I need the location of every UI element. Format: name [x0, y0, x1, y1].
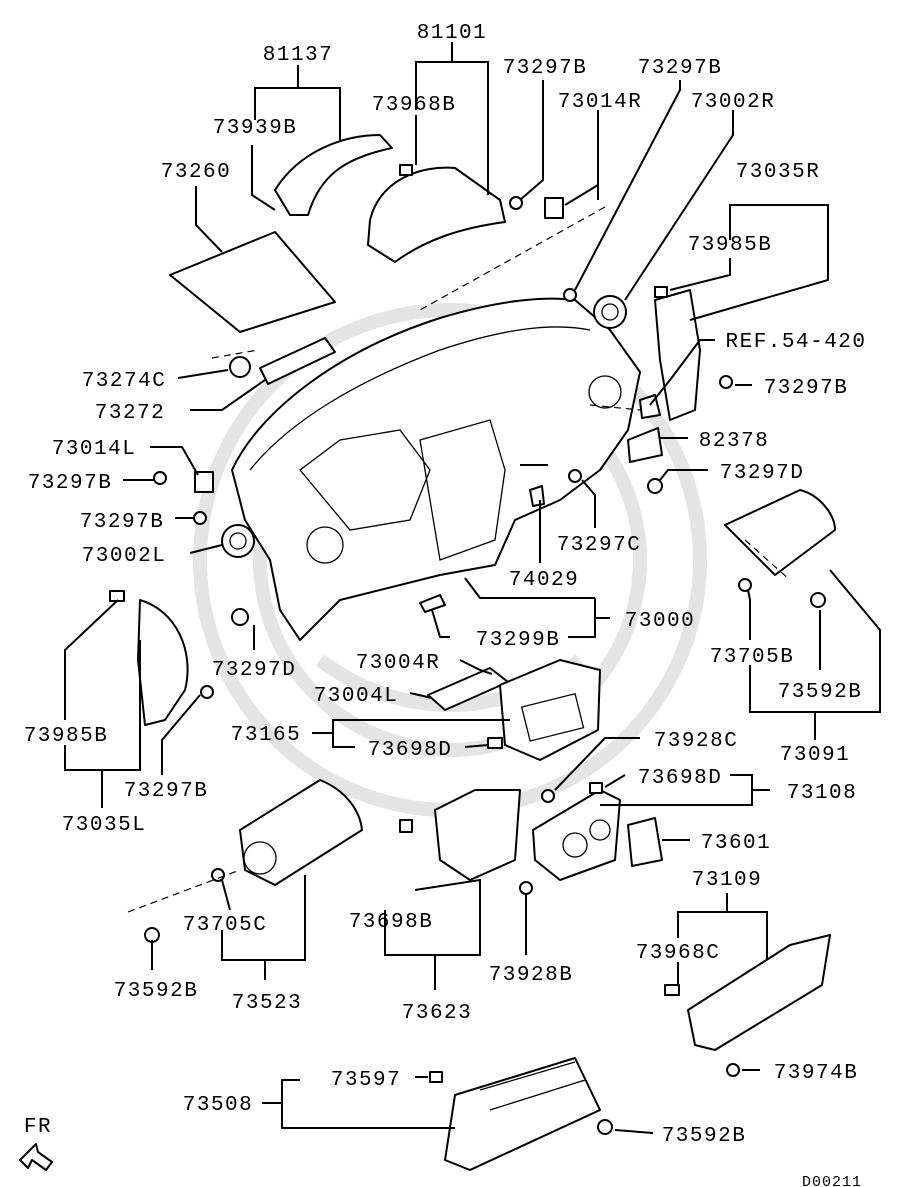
lower-panel-73523 — [239, 779, 363, 886]
label-73623: 73623 — [402, 1002, 473, 1025]
label-73698B: 73698B — [349, 911, 434, 934]
label-73035L: 73035L — [62, 814, 147, 837]
label-73523: 73523 — [232, 992, 303, 1015]
label-73002R: 73002R — [691, 91, 776, 114]
label-73002L: 73002L — [82, 545, 167, 568]
label-73014L: 73014L — [52, 438, 137, 461]
clip-73274C — [229, 356, 251, 378]
upper-cover-81137 — [274, 134, 393, 216]
label-73004L: 73004L — [314, 685, 399, 708]
lid-panel-73260 — [169, 231, 336, 333]
vent-strip-73272 — [259, 337, 336, 385]
label-73601: 73601 — [701, 832, 772, 855]
label-73939B: 73939B — [213, 117, 298, 140]
label-73274C: 73274C — [82, 370, 167, 393]
label-73035R: 73035R — [736, 161, 821, 184]
label-81101: 81101 — [417, 22, 488, 45]
label-73000: 73000 — [625, 610, 696, 633]
label-73698D-a: 73698D — [368, 739, 453, 762]
label-73508: 73508 — [183, 1094, 254, 1117]
center-bezel-73165 — [499, 659, 601, 761]
label-73705C: 73705C — [183, 914, 268, 937]
part-illustrations — [109, 134, 836, 1171]
control-panel-73108 — [532, 789, 621, 881]
label-73297B-f: 73297B — [124, 780, 209, 803]
label-73698D-b: 73698D — [638, 767, 723, 790]
side-cover-73035R — [654, 289, 701, 421]
drawing-code: D00211 — [802, 1174, 862, 1187]
label-73592B-b: 73592B — [114, 980, 199, 1003]
label-73597: 73597 — [331, 1069, 402, 1092]
label-73091: 73091 — [780, 744, 851, 767]
vent-73002R — [593, 295, 627, 329]
label-73004R: 73004R — [356, 652, 441, 675]
label-73928C: 73928C — [654, 730, 739, 753]
glove-box-73508 — [444, 1057, 601, 1171]
label-ref-54-420: REF.54-420 — [725, 331, 866, 354]
label-73297B-c: 73297B — [764, 377, 849, 400]
label-73705B: 73705B — [710, 646, 795, 669]
leader-lines — [64, 42, 881, 1134]
part-labels: 81137 81101 73297B 73297B 73939B 73968B … — [24, 22, 866, 1187]
label-73297B-e: 73297B — [80, 511, 165, 534]
label-73297B-a: 73297B — [503, 57, 588, 80]
label-82378: 82378 — [699, 430, 770, 453]
label-73297B-b: 73297B — [638, 57, 723, 80]
label-73297B-d: 73297B — [28, 472, 113, 495]
bracket-82378 — [627, 427, 663, 463]
meter-hood-81101 — [367, 166, 506, 263]
front-direction-arrow-icon — [19, 1143, 53, 1171]
label-73928B: 73928B — [489, 964, 574, 987]
lower-right-73109 — [687, 934, 831, 1051]
label-73968C: 73968C — [636, 942, 721, 965]
label-73297D-a: 73297D — [720, 462, 805, 485]
label-fr: FR — [24, 1116, 52, 1139]
side-cover-73035L — [137, 599, 189, 726]
label-73260: 73260 — [161, 161, 232, 184]
label-73109: 73109 — [692, 869, 763, 892]
vent-73002L — [221, 524, 255, 558]
label-81137: 81137 — [263, 44, 334, 67]
label-73299B: 73299B — [476, 629, 561, 652]
cup-73601 — [627, 817, 663, 867]
label-73297C: 73297C — [557, 534, 642, 557]
label-73297D-b: 73297D — [212, 659, 297, 682]
label-73592B-c: 73592B — [662, 1125, 747, 1148]
lower-center-73623 — [434, 789, 521, 881]
clip-73597 — [429, 1071, 443, 1083]
label-73968B: 73968B — [372, 94, 457, 117]
instrument-panel-73000 — [231, 297, 641, 641]
label-73108: 73108 — [787, 782, 858, 805]
lid-73091 — [724, 489, 836, 576]
label-73974B: 73974B — [774, 1062, 859, 1085]
label-73985B-l: 73985B — [24, 725, 109, 748]
label-73592B-a: 73592B — [778, 681, 863, 704]
label-73985B-r: 73985B — [688, 234, 773, 257]
label-74029: 74029 — [509, 569, 580, 592]
label-73014R: 73014R — [558, 91, 643, 114]
label-73272: 73272 — [95, 402, 166, 425]
label-73165: 73165 — [231, 724, 302, 747]
